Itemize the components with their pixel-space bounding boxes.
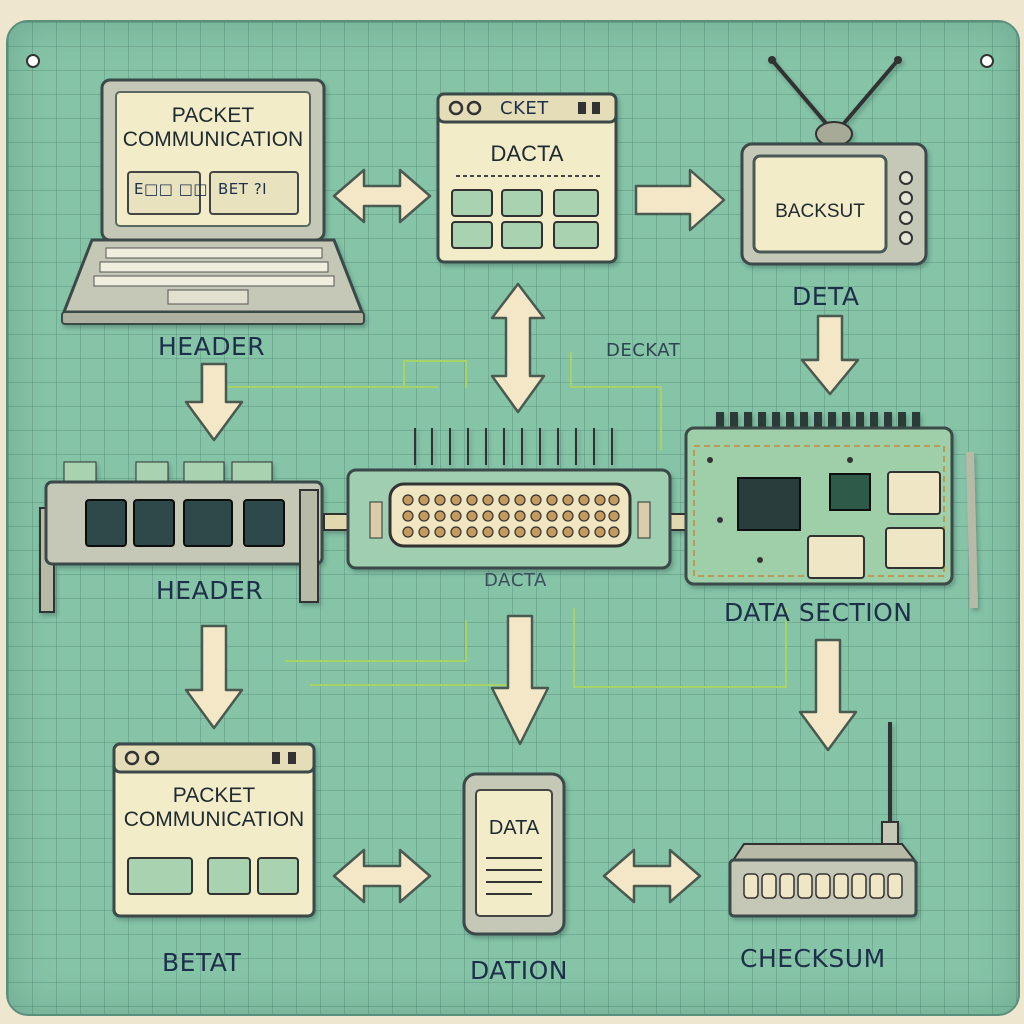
wire-note-label: DECKAT <box>606 340 681 361</box>
tv-screen-text: BACKSUT <box>775 201 865 222</box>
down-arrow <box>800 314 860 396</box>
tv <box>740 56 928 266</box>
wire <box>310 684 510 686</box>
wire <box>285 620 467 662</box>
double-arrow <box>332 168 432 224</box>
wire <box>403 360 467 388</box>
top-window <box>436 92 618 264</box>
phone-label: DATION <box>470 956 568 985</box>
connector-label: DAСTA <box>484 570 547 591</box>
wire <box>228 386 438 388</box>
right-arrow <box>634 168 726 232</box>
bottom-window-title: PACKET COMMUNICATION <box>123 784 305 831</box>
router-label: HEADER <box>156 576 264 605</box>
router <box>39 461 324 613</box>
down-arrow <box>184 624 244 730</box>
bottom-window-label: BETAT <box>162 948 242 977</box>
wire <box>570 352 572 386</box>
wire <box>570 386 660 388</box>
circuit-board <box>684 412 978 609</box>
circuit-label: DATA SECTION <box>724 598 913 627</box>
wire <box>573 608 787 688</box>
down-arrow <box>490 614 550 746</box>
vertical-double-arrow <box>490 282 546 414</box>
double-arrow <box>332 848 432 904</box>
corner-pin <box>980 54 994 68</box>
wire <box>660 386 662 450</box>
laptop-cell-b: BET ?I <box>218 180 268 198</box>
phone-screen-text: DATA <box>488 817 540 839</box>
smartphone <box>462 772 566 936</box>
bottom-window <box>112 742 316 918</box>
top-window-header: CKET <box>500 98 549 119</box>
double-arrow <box>602 848 702 904</box>
corner-pin <box>26 54 40 68</box>
laptop-label: HEADER <box>158 332 266 361</box>
down-arrow <box>184 362 244 442</box>
db-connector <box>323 428 711 570</box>
laptop-screen-title: PACKET COMMUNICATION <box>122 104 304 151</box>
down-arrow <box>798 638 858 752</box>
laptop <box>61 78 365 325</box>
laptop-cell-a: E□□ □□ <box>134 180 208 198</box>
tv-label: DETA <box>792 282 860 311</box>
modem <box>728 722 919 918</box>
top-window-title: DACTA <box>490 141 564 166</box>
modem-label: CHECKSUM <box>740 944 886 973</box>
